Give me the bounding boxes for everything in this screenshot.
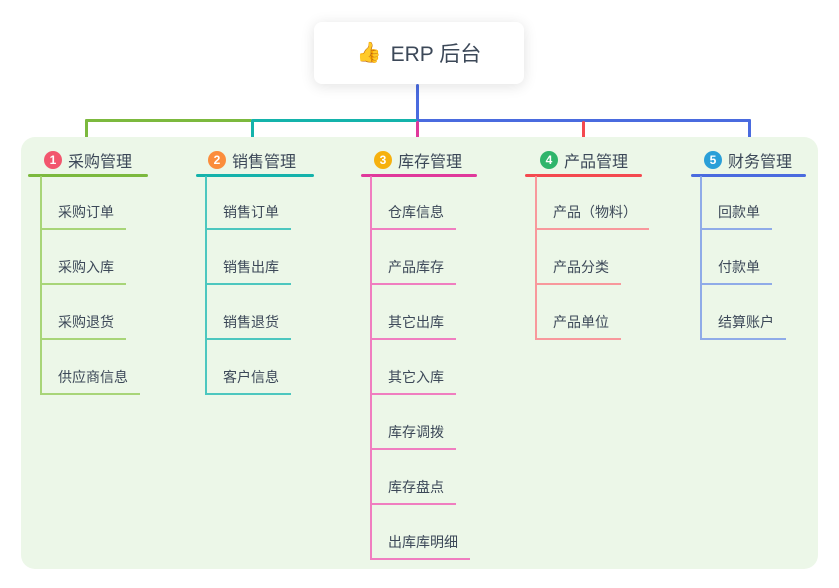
branch-header-4[interactable]: 4 产品管理 <box>540 150 629 171</box>
child-node[interactable]: 结算账户 <box>700 308 786 340</box>
branch-number-badge: 2 <box>208 151 226 169</box>
child-node[interactable]: 产品单位 <box>535 308 621 340</box>
child-connector-line <box>700 176 702 340</box>
child-connector-line <box>370 176 372 560</box>
root-node[interactable]: 👍 ERP 后台 <box>314 22 524 84</box>
child-node[interactable]: 付款单 <box>700 253 772 285</box>
child-node[interactable]: 仓库信息 <box>370 198 456 230</box>
child-node[interactable]: 供应商信息 <box>40 363 140 395</box>
branch-drop-2 <box>251 119 254 143</box>
branch-label: 库存管理 <box>398 154 463 171</box>
branch-label: 产品管理 <box>564 154 629 171</box>
branch-label: 采购管理 <box>68 154 133 171</box>
child-node[interactable]: 其它出库 <box>370 308 456 340</box>
child-node[interactable]: 客户信息 <box>205 363 291 395</box>
child-node[interactable]: 产品分类 <box>535 253 621 285</box>
branch-number-badge: 5 <box>704 151 722 169</box>
branch-number-badge: 1 <box>44 151 62 169</box>
child-node[interactable]: 销售退货 <box>205 308 291 340</box>
child-node[interactable]: 出库库明细 <box>370 528 470 560</box>
child-node[interactable]: 销售订单 <box>205 198 291 230</box>
bus-segment-blue <box>417 119 751 122</box>
branch-header-5[interactable]: 5 财务管理 <box>704 150 793 171</box>
thumbs-up-icon: 👍 <box>356 42 382 64</box>
branch-drop-1 <box>85 119 88 143</box>
branch-drop-4 <box>582 121 585 142</box>
child-connector-line <box>205 176 207 395</box>
child-node[interactable]: 销售出库 <box>205 253 291 285</box>
branches-panel <box>21 137 818 569</box>
branch-underline <box>691 174 806 177</box>
child-node[interactable]: 产品（物料） <box>535 198 649 230</box>
child-node[interactable]: 采购退货 <box>40 308 126 340</box>
branch-underline <box>525 174 642 177</box>
branch-underline <box>196 174 314 177</box>
child-node[interactable]: 回款单 <box>700 198 772 230</box>
root-node-label: ERP 后台 <box>390 43 482 66</box>
child-connector-line <box>535 176 537 340</box>
branch-label: 财务管理 <box>728 154 793 171</box>
bus-segment-green <box>85 119 252 122</box>
branch-underline <box>28 174 148 177</box>
branch-header-3[interactable]: 3 库存管理 <box>374 150 463 171</box>
child-node[interactable]: 库存盘点 <box>370 473 456 505</box>
branch-header-1[interactable]: 1 采购管理 <box>44 150 133 171</box>
child-connector-line <box>40 176 42 395</box>
child-node[interactable]: 采购入库 <box>40 253 126 285</box>
branch-underline <box>361 174 477 177</box>
branch-number-badge: 4 <box>540 151 558 169</box>
branch-drop-5 <box>748 119 751 143</box>
branch-drop-3 <box>416 121 419 142</box>
bus-segment-teal <box>252 119 417 122</box>
branch-header-2[interactable]: 2 销售管理 <box>208 150 297 171</box>
child-node[interactable]: 产品库存 <box>370 253 456 285</box>
child-node[interactable]: 其它入库 <box>370 363 456 395</box>
root-connector-line <box>416 84 419 121</box>
branch-label: 销售管理 <box>232 154 297 171</box>
branch-number-badge: 3 <box>374 151 392 169</box>
child-node[interactable]: 库存调拨 <box>370 418 456 450</box>
child-node[interactable]: 采购订单 <box>40 198 126 230</box>
